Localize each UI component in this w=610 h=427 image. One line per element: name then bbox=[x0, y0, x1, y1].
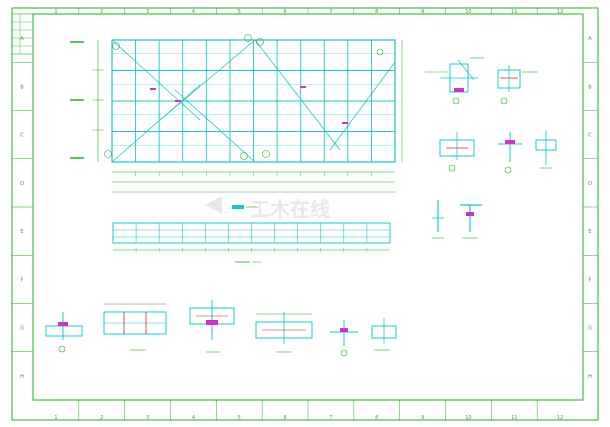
detail-5 bbox=[535, 130, 557, 169]
callout-circle bbox=[244, 34, 252, 42]
column-label-bottom: 5 bbox=[238, 415, 241, 421]
column-label-top: 3 bbox=[146, 9, 149, 15]
column-label-bottom: 7 bbox=[329, 415, 332, 421]
callout-circle bbox=[376, 48, 384, 56]
plan-strip bbox=[112, 222, 391, 263]
row-label-right: H bbox=[588, 374, 592, 380]
column-label-bottom: 8 bbox=[375, 415, 378, 421]
column-label-top: 4 bbox=[192, 9, 195, 15]
column-label-bottom: 2 bbox=[100, 415, 103, 421]
callout-circle bbox=[262, 150, 270, 158]
section-tag bbox=[232, 205, 244, 209]
row-label-right: D bbox=[588, 181, 592, 187]
detail-7 bbox=[460, 204, 482, 239]
column-label-bottom: 3 bbox=[146, 415, 149, 421]
callout-circle bbox=[104, 150, 112, 158]
detail-10 bbox=[189, 300, 235, 353]
detail-8 bbox=[45, 312, 83, 353]
column-label-top: 1 bbox=[54, 9, 57, 15]
column-label-bottom: 4 bbox=[192, 415, 195, 421]
column-label-bottom: 12 bbox=[557, 415, 563, 421]
column-label-bottom: 10 bbox=[465, 415, 471, 421]
row-label-left: B bbox=[20, 84, 24, 90]
brace-diagonal bbox=[254, 39, 341, 151]
row-label-left: H bbox=[20, 374, 24, 380]
brace-diagonal bbox=[174, 89, 256, 163]
column-label-bottom: 6 bbox=[283, 415, 286, 421]
column-label-top: 7 bbox=[329, 9, 332, 15]
row-label-left: G bbox=[20, 326, 24, 332]
row-label-right: E bbox=[588, 229, 591, 235]
column-label-top: 6 bbox=[283, 9, 286, 15]
main-elevation bbox=[70, 34, 403, 209]
row-label-right: B bbox=[588, 84, 592, 90]
row-label-left: E bbox=[20, 229, 23, 235]
callout-circle bbox=[256, 38, 264, 46]
detail-13 bbox=[371, 318, 397, 351]
note-mark bbox=[150, 88, 156, 90]
row-label-left: D bbox=[20, 181, 24, 187]
row-label-right: G bbox=[588, 326, 592, 332]
row-label-right: C bbox=[588, 133, 592, 139]
detail-12 bbox=[330, 320, 358, 357]
row-label-right: F bbox=[589, 277, 592, 283]
detail-6 bbox=[432, 200, 444, 239]
detail-4 bbox=[498, 132, 522, 174]
title-strip bbox=[11, 13, 34, 55]
elevation-grid bbox=[112, 40, 395, 176]
column-label-top: 2 bbox=[100, 9, 103, 15]
outer-border bbox=[11, 7, 599, 421]
note-mark bbox=[175, 100, 181, 102]
detail-9 bbox=[103, 303, 167, 351]
column-label-top: 5 bbox=[238, 9, 241, 15]
brace-diagonal bbox=[111, 84, 201, 163]
callout-circle bbox=[240, 152, 248, 160]
row-label-left: C bbox=[20, 133, 24, 139]
row-label-right: A bbox=[588, 36, 592, 42]
column-label-bottom: 9 bbox=[421, 415, 424, 421]
column-label-top: 11 bbox=[511, 9, 517, 15]
note-mark bbox=[342, 122, 348, 124]
brace-diagonal bbox=[329, 61, 396, 151]
detail-1 bbox=[425, 57, 484, 105]
watermark: 工木在线 bbox=[205, 196, 330, 221]
detail-11 bbox=[255, 312, 313, 353]
column-label-bottom: 1 bbox=[54, 415, 57, 421]
column-label-bottom: 11 bbox=[511, 415, 517, 421]
detail-3 bbox=[439, 132, 475, 172]
watermark-logo-icon bbox=[205, 196, 222, 214]
column-label-top: 10 bbox=[465, 9, 471, 15]
detail-2 bbox=[497, 65, 538, 105]
column-label-top: 8 bbox=[375, 9, 378, 15]
callout-circle bbox=[112, 42, 120, 50]
row-grid-labels: A A B B C C D D E E F F G G H H bbox=[12, 36, 598, 380]
column-label-top: 12 bbox=[557, 9, 563, 15]
column-label-top: 9 bbox=[421, 9, 424, 15]
note-mark bbox=[300, 86, 306, 88]
row-label-left: F bbox=[21, 277, 24, 283]
brace-diagonal bbox=[111, 39, 201, 121]
row-label-left: A bbox=[20, 36, 24, 42]
watermark-text: 工木在线 bbox=[250, 197, 330, 221]
